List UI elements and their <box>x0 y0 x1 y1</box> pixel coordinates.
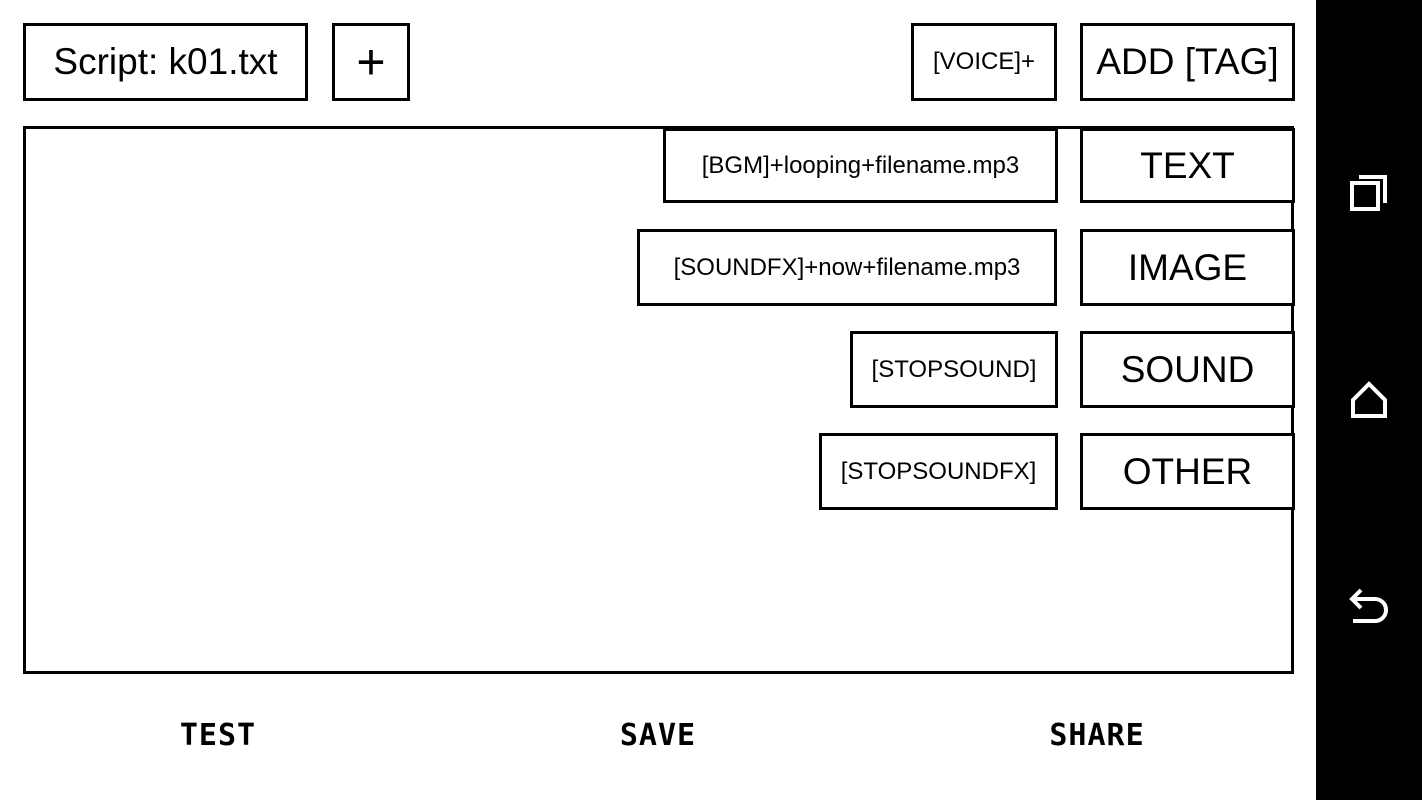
recent-apps-icon[interactable] <box>1349 173 1389 213</box>
category-text-button[interactable]: TEXT <box>1080 128 1295 203</box>
navigation-bar <box>1316 0 1422 800</box>
tag-snippet-stopsoundfx[interactable]: [STOPSOUNDFX] <box>819 433 1058 510</box>
category-other-button[interactable]: OTHER <box>1080 433 1295 510</box>
add-tag-button[interactable]: ADD [TAG] <box>1080 23 1295 101</box>
voice-tag-button[interactable]: [VOICE]+ <box>911 23 1057 101</box>
home-icon[interactable] <box>1349 380 1389 420</box>
tag-snippet-soundfx[interactable]: [SOUNDFX]+now+filename.mp3 <box>637 229 1057 306</box>
tag-snippet-stopsound[interactable]: [STOPSOUND] <box>850 331 1058 408</box>
category-sound-button[interactable]: SOUND <box>1080 331 1295 408</box>
add-script-button[interactable]: + <box>332 23 410 101</box>
test-button[interactable]: TEST <box>179 718 257 753</box>
script-name-button[interactable]: Script: k01.txt <box>23 23 308 101</box>
category-image-button[interactable]: IMAGE <box>1080 229 1295 306</box>
save-button[interactable]: SAVE <box>619 718 697 753</box>
tag-snippet-bgm[interactable]: [BGM]+looping+filename.mp3 <box>663 128 1058 203</box>
back-icon[interactable] <box>1347 587 1391 627</box>
share-button[interactable]: SHARE <box>1049 718 1145 753</box>
